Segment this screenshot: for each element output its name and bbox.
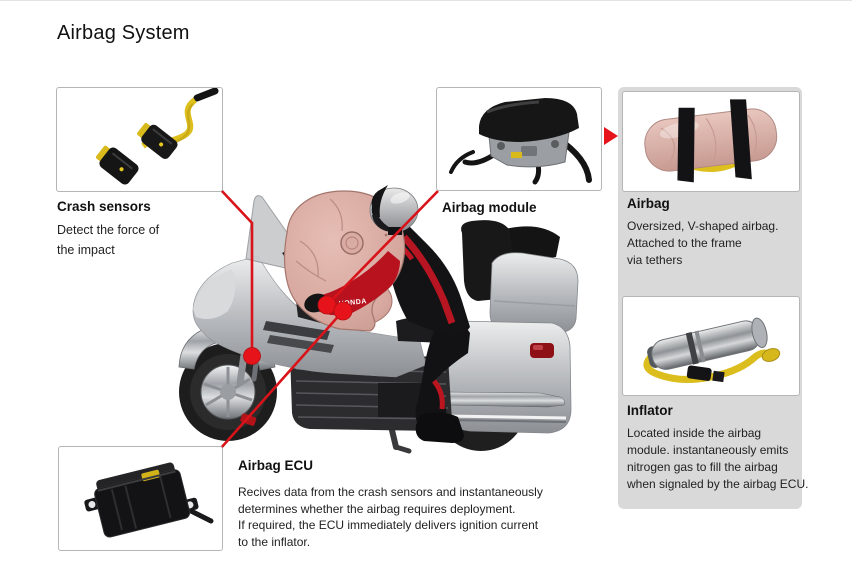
text-line: Oversized, V-shaped airbag.	[627, 219, 779, 233]
packed-airbag-photo	[644, 99, 778, 183]
text-line: to the inflator.	[238, 534, 311, 549]
airbag-module-marker-dot	[317, 295, 337, 315]
page-title: Airbag System	[57, 22, 190, 44]
airbag-module-label: Airbag module	[442, 200, 537, 215]
crash-sensor-2	[95, 145, 139, 185]
text-line: If required, the ECU immediately deliver…	[238, 518, 539, 532]
airbag-strap	[677, 107, 695, 183]
packed-airbag-photo-box	[622, 91, 800, 192]
rider-helmet	[369, 185, 419, 235]
text-line: determines whether the airbag requires d…	[238, 501, 516, 516]
airbag-ecu-marker-dot	[333, 301, 353, 321]
callout-lines	[220, 189, 439, 449]
text-line: via tethers	[627, 253, 683, 267]
crash-sensors-callout-line	[220, 189, 254, 356]
red-right-arrow-icon	[604, 127, 618, 145]
airbag-description: Oversized, V-shaped airbag. Attached to …	[627, 218, 778, 269]
text-line: the impact	[57, 243, 115, 257]
text-line: Detect the force of	[57, 223, 160, 237]
text-line: Located inside the airbag	[627, 426, 762, 440]
crash-sensor-1	[137, 122, 178, 159]
airbag-module-photo-box	[436, 87, 602, 191]
text-line: when signaled by the airbag ECU.	[627, 477, 809, 491]
parts-side-panel: Airbag Oversized, V-shaped airbag. Attac…	[618, 87, 808, 509]
rider-leg	[415, 319, 470, 443]
airbag-ecu-label: Airbag ECU	[238, 458, 314, 473]
airbag-ecu-photo-box	[58, 446, 223, 551]
text-line: Attached to the frame	[627, 236, 742, 250]
text-line: nitrogen gas to fill the airbag	[627, 460, 778, 474]
inflator-label: Inflator	[627, 403, 673, 418]
airbag-label: Airbag	[627, 196, 670, 211]
airbag-ecu-photo	[84, 462, 214, 538]
taillight	[530, 343, 554, 358]
crash-sensors-label: Crash sensors	[57, 199, 151, 214]
airbag-ecu-description: Recives data from the crash sensors and …	[238, 484, 543, 550]
honda-emblem	[340, 231, 364, 255]
inflator-photo-box	[622, 296, 800, 396]
inflator-photo	[643, 317, 781, 383]
airbag-strap	[729, 99, 752, 180]
rear-trunk	[461, 220, 579, 334]
text-line: module. instantaneously emits	[627, 443, 789, 457]
crash-sensors-description: Detect the force of the impact	[57, 220, 159, 260]
text-line: Recives data from the crash sensors and …	[238, 485, 543, 499]
airbag-module-callout-line	[326, 190, 439, 306]
crash-sensors-photo	[95, 88, 219, 185]
airbag-module-photo	[449, 98, 592, 185]
crash-sensor-marker-dot	[243, 347, 261, 365]
windscreen	[245, 195, 294, 270]
inflator-description: Located inside the airbag module. instan…	[627, 425, 808, 493]
rider-sleeve-brand-text: HONDA	[338, 298, 367, 308]
location-marker-dots	[243, 295, 353, 365]
crash-sensors-photo-box	[56, 87, 223, 192]
airbag-ecu-callout-line	[220, 310, 344, 449]
